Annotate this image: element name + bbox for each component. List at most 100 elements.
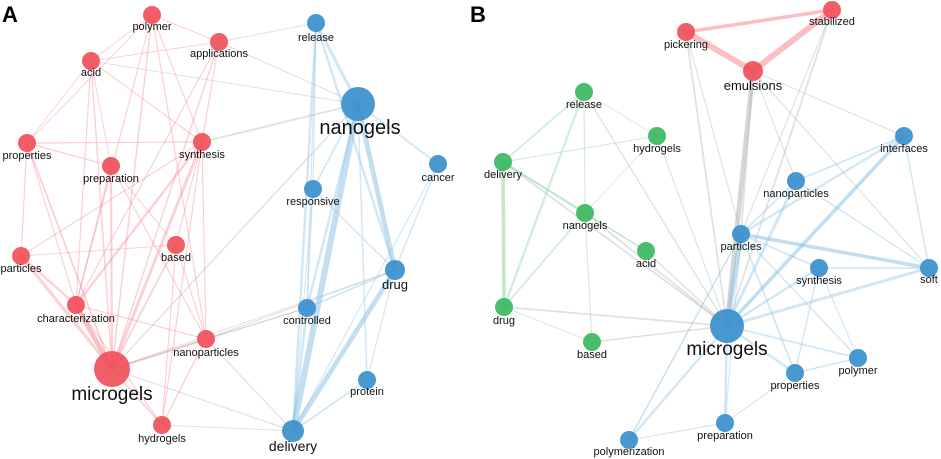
edge-particles-soft xyxy=(739,232,931,270)
edge-release-nanogels xyxy=(583,91,586,214)
edge-acid-polymer xyxy=(90,14,153,62)
node-circle-microgels xyxy=(710,309,744,343)
node-label-polymerization: polymerization xyxy=(594,446,665,458)
node-circle-based xyxy=(167,236,185,254)
edge-hydrogels-delivery xyxy=(502,135,658,163)
edge-acid-preparation xyxy=(90,60,112,167)
node-responsive: responsive xyxy=(286,180,340,208)
node-circle-responsive xyxy=(304,180,322,198)
node-circle-release xyxy=(575,83,593,101)
node-circle-synthesis xyxy=(810,259,828,277)
node-based: based xyxy=(161,236,191,264)
edge-drug-cancer xyxy=(394,163,439,271)
edge-applications-nanogels xyxy=(218,41,359,105)
edge-microgels-acid xyxy=(90,60,113,370)
edge-polymer-nanoparticles xyxy=(151,14,207,340)
node-label-pickering: pickering xyxy=(664,39,708,51)
node-circle-properties xyxy=(786,364,804,382)
edge-delivery-protein xyxy=(292,379,368,432)
node-nanoparticles: nanoparticles xyxy=(763,172,829,200)
node-label-synthesis: synthesis xyxy=(179,149,225,161)
node-label-based: based xyxy=(161,252,191,264)
panel-b-nodes: pickeringstabilizedemulsionsreleasehydro… xyxy=(484,1,938,458)
node-label-release: release xyxy=(298,32,334,44)
node-label-hydrogels: hydrogels xyxy=(633,143,681,155)
node-label-preparation: preparation xyxy=(83,173,139,185)
node-circle-particles xyxy=(732,225,750,243)
node-circle-cancer xyxy=(429,155,447,173)
node-circle-drug xyxy=(495,298,513,316)
node-circle-acid xyxy=(82,52,100,70)
node-circle-polymer xyxy=(143,6,161,24)
edge-nanogels-protein xyxy=(357,103,368,381)
edge-stabilized-particles xyxy=(740,9,833,235)
node-label-protein: protein xyxy=(350,386,384,398)
panel-a-letter: A xyxy=(2,2,18,27)
node-circle-applications xyxy=(210,33,228,51)
edge-microgels-nanoparticles xyxy=(725,179,798,328)
edge-particles-characterization xyxy=(19,254,78,307)
node-protein: protein xyxy=(350,371,384,398)
edge-delivery-nanogels xyxy=(501,160,587,215)
node-properties: properties xyxy=(3,134,52,162)
edge-nanoparticles-soft xyxy=(795,180,930,269)
node-circle-preparation xyxy=(716,414,734,432)
node-circle-nanoparticles xyxy=(787,172,805,190)
edge-delivery-drug xyxy=(501,160,506,309)
node-label-nanoparticles: nanoparticles xyxy=(173,347,239,359)
edge-properties-polymer xyxy=(26,14,153,144)
edge-nanoparticles-delivery xyxy=(205,338,294,432)
node-interfaces: interfaces xyxy=(880,127,928,155)
node-synthesis: synthesis xyxy=(796,259,842,287)
edge-applications-release xyxy=(218,22,317,43)
node-circle-interfaces xyxy=(895,127,913,145)
edge-properties-polymer xyxy=(794,357,859,374)
node-synthesis: synthesis xyxy=(179,133,225,161)
edge-synthesis-nanoparticles xyxy=(201,141,207,340)
edge-acid-nanogels xyxy=(90,60,359,105)
edge-applications-synthesis xyxy=(201,41,220,143)
edge-microgels-drug xyxy=(111,269,396,370)
node-acid: acid xyxy=(81,52,101,79)
node-label-nanogels: nanogels xyxy=(563,220,608,232)
edge-pickering-particles xyxy=(685,31,742,235)
node-release: release xyxy=(566,83,602,111)
edge-microgels-properties xyxy=(26,142,113,370)
node-circle-emulsions xyxy=(743,61,763,81)
node-particles: particles xyxy=(721,225,762,253)
node-label-release: release xyxy=(566,99,602,111)
edge-particles-properties xyxy=(20,142,28,257)
edge-based-particles xyxy=(20,244,177,257)
node-stabilized: stabilized xyxy=(809,1,855,28)
node-label-delivery: delivery xyxy=(484,169,522,181)
edge-polymerization-particles xyxy=(628,233,742,441)
edge-properties-synthesis xyxy=(26,141,203,144)
edge-microgels-polymerization xyxy=(627,324,729,442)
edge-delivery-acid xyxy=(502,161,647,252)
node-circle-particles xyxy=(12,247,30,265)
edge-interfaces-soft xyxy=(903,135,930,269)
node-polymer: polymer xyxy=(132,6,172,33)
edge-protein-drug xyxy=(366,269,396,381)
edge-nanogels-acid xyxy=(584,212,647,252)
node-circle-synthesis xyxy=(193,133,211,151)
edge-hydrogels-synthesis xyxy=(161,141,203,426)
edge-delivery-controlled xyxy=(291,306,309,433)
edge-polymer-synthesis xyxy=(151,14,203,143)
node-based: based xyxy=(577,333,607,361)
edge-emulsions-interfaces xyxy=(752,70,905,137)
node-delivery: delivery xyxy=(484,153,522,181)
panel-a: A polymer applications acid properties synth… xyxy=(1,2,455,454)
edge-release-drug xyxy=(502,90,586,309)
edge-stabilized-microgels xyxy=(726,9,833,327)
edge-emulsions-soft xyxy=(752,70,930,269)
edge-nanogels-controlled xyxy=(305,102,360,310)
edge-nanogels-drug xyxy=(355,101,398,273)
node-preparation: preparation xyxy=(697,414,753,442)
node-circle-delivery xyxy=(282,420,304,442)
node-label-applications: applications xyxy=(190,48,249,60)
edge-particles-synthesis xyxy=(740,233,820,269)
node-label-characterization: characterization xyxy=(37,313,115,325)
edge-particles-interfaces xyxy=(739,134,906,236)
